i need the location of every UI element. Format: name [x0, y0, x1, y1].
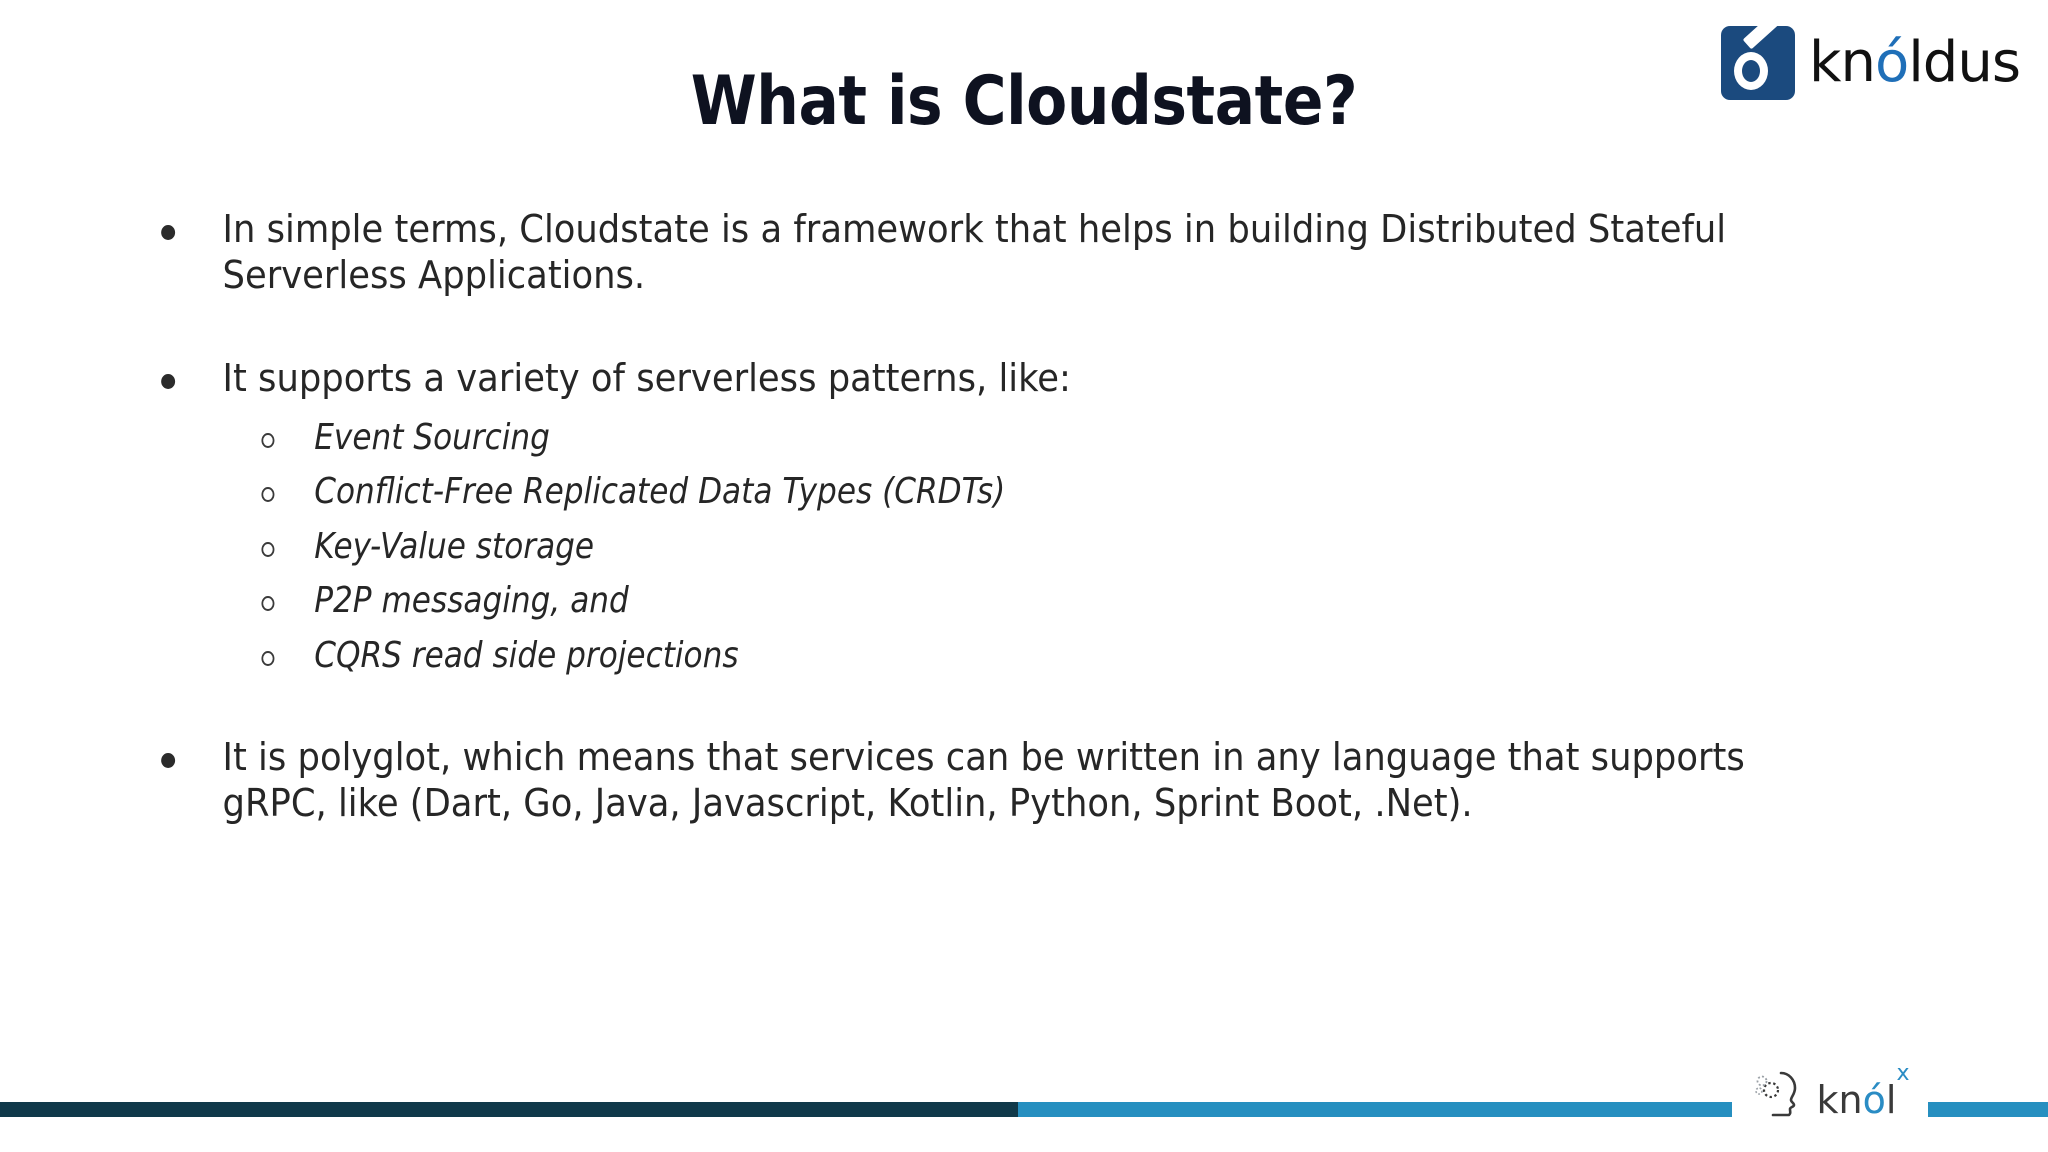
sub-list-item-text: P2P messaging, and	[314, 580, 629, 622]
bullet-circle-icon	[261, 487, 275, 503]
sub-list-item-text: Event Sourcing	[314, 417, 550, 459]
sub-list-item-text: Conflict-Free Replicated Data Types (CRD…	[314, 471, 1006, 513]
list-item-text: In simple terms, Cloudstate is a framewo…	[222, 207, 1727, 298]
knolx-wordmark: knól	[1817, 1081, 1897, 1119]
knolx-logo: knól x	[1732, 1048, 1928, 1140]
slide-body: In simple terms, Cloudstate is a framewo…	[150, 206, 1940, 865]
list-item-text: It is polyglot, which means that service…	[222, 734, 1745, 826]
page-title: What is Cloudstate?	[690, 62, 1358, 141]
sub-list-item: Conflict-Free Replicated Data Types (CRD…	[223, 469, 1704, 514]
list-item: It supports a variety of serverless patt…	[150, 355, 1815, 678]
bullet-circle-icon	[261, 596, 275, 612]
sub-list-item: P2P messaging, and	[223, 578, 1704, 623]
sub-list-item: Key-Value storage	[223, 524, 1704, 569]
sub-list-item: Event Sourcing	[223, 415, 1704, 460]
knolx-head-icon	[1751, 1063, 1813, 1125]
knoldus-wordmark-accent: ó	[1874, 30, 1909, 95]
knolx-wordmark-part2: l	[1885, 1078, 1897, 1122]
knoldus-mark-accent-stroke	[1742, 26, 1786, 50]
bullet-circle-icon	[261, 541, 275, 557]
knoldus-logo-mark-icon	[1721, 26, 1796, 100]
bullet-spacer	[150, 716, 1940, 734]
knoldus-logo: knóldus	[1721, 20, 2021, 106]
sub-bullet-list: Event Sourcing Conflict-Free Replicated …	[223, 415, 1815, 678]
list-item: In simple terms, Cloudstate is a framewo…	[150, 206, 1815, 299]
sub-list-item-text: Key-Value storage	[314, 525, 595, 567]
list-item-text: It supports a variety of serverless patt…	[222, 355, 1071, 400]
knoldus-wordmark-part1: kn	[1809, 30, 1876, 95]
knolx-superscript-x: x	[1896, 1061, 1910, 1086]
bullet-disc-icon	[161, 373, 176, 389]
bullet-circle-icon	[261, 433, 275, 449]
knoldus-wordmark: knóldus	[1809, 35, 2021, 91]
knolx-wordmark-group: knól x	[1817, 1061, 1910, 1119]
knolx-wordmark-part1: kn	[1816, 1078, 1863, 1122]
knolx-wordmark-accent: ó	[1862, 1078, 1886, 1122]
knoldus-mark-ring	[1734, 52, 1769, 90]
knoldus-wordmark-part2: ldus	[1908, 30, 2021, 95]
sub-list-item-text: CQRS read side projections	[314, 634, 739, 676]
list-item: It is polyglot, which means that service…	[150, 734, 1815, 827]
bullet-spacer	[150, 337, 1940, 355]
bullet-disc-icon	[161, 225, 176, 240]
bullet-disc-icon	[161, 752, 176, 768]
footer-bar-dark-segment	[0, 1102, 1018, 1117]
bullet-list: In simple terms, Cloudstate is a framewo…	[150, 206, 1940, 827]
bullet-circle-icon	[261, 650, 275, 666]
sub-list-item: CQRS read side projections	[223, 633, 1704, 678]
